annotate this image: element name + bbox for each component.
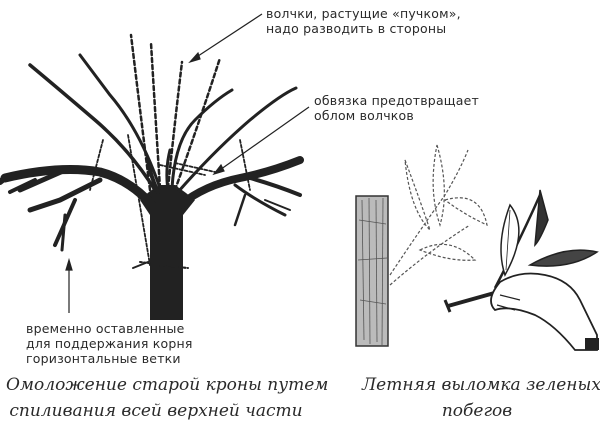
caption-crown-rejuvenation: Омоложение старой кроны путем спиливания… — [6, 372, 329, 424]
caption-line: Омоложение старой кроны путем — [6, 375, 329, 395]
water-sprouts — [129, 33, 222, 192]
annotation-water-sprouts: волчки, растущие «пучком», надо разводит… — [266, 6, 461, 36]
caption-line: спиливания всей верхней части — [9, 401, 303, 421]
tie-strings — [89, 134, 251, 269]
tree-illustration — [0, 33, 304, 320]
caption-line: Летняя выломка зеленых — [362, 375, 600, 395]
annotation-horizontal-branches: временно оставленные для поддержания кор… — [26, 321, 193, 366]
caption-summer-shoot-removal: Летняя выломка зеленых побегов — [362, 372, 600, 424]
hand — [490, 272, 598, 351]
annotation-line: волчки, растущие «пучком», — [266, 6, 461, 21]
annotation-line: облом волчков — [314, 108, 414, 123]
annotation-ties: обвязка предотвращает облом волчков — [314, 93, 479, 123]
tree-trunk — [150, 205, 183, 320]
caption-line: побегов — [441, 401, 513, 421]
annotation-arrows — [65, 13, 310, 313]
annotation-line: временно оставленные — [26, 321, 185, 336]
annotation-line: надо разводить в стороны — [266, 21, 447, 36]
annotation-line: для поддержания корня — [26, 336, 193, 351]
annotation-line: обвязка предотвращает — [314, 93, 480, 108]
annotation-line: горизонтальные ветки — [26, 351, 181, 366]
shoot-removal-illustration — [355, 144, 599, 351]
